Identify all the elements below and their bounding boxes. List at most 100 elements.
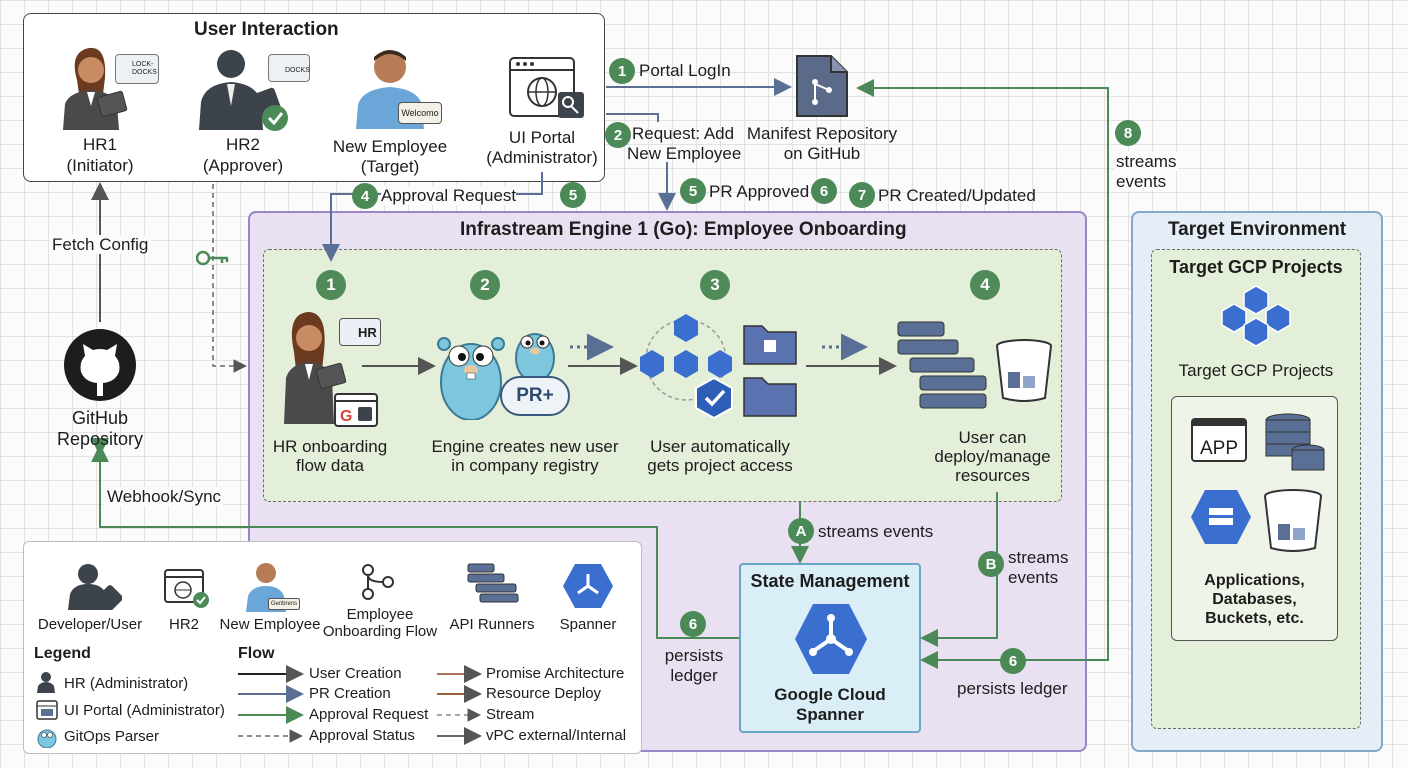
hr-onboarding-person-icon [284,312,347,424]
database-stack-icon [1265,413,1325,471]
flow-pr-creation: PR Creation [309,685,391,702]
engine-step2-line1: Engine creates new user [431,437,619,456]
ui-portal-role: (Administrator) [486,148,598,167]
spanner-hex-icon [795,604,867,674]
streams-a-num: A [788,518,814,544]
persists-left-line2: ledger [670,666,718,685]
persists-right-num: 6 [1000,648,1026,674]
app-window-icon: APP [1191,418,1247,462]
folder-shared-icon [743,325,797,365]
hr1-person-icon [63,47,128,130]
manifest-repo-line2: on GitHub [783,144,861,163]
legend-item-ui-portal: UI Portal (Administrator) [64,702,225,719]
target-bucket-icon [1264,489,1322,552]
legend-developer-icon [68,564,122,610]
approval-request-num: 4 [352,183,378,209]
manifest-repo-file-icon [796,55,848,117]
legend-developer-label: Developer/User [37,616,143,633]
server-rack-icon [897,321,987,409]
streams-b-num: B [978,551,1004,577]
engine-step1-line1: HR onboarding [272,437,388,456]
request-line [606,113,659,122]
streams-b-line2: events [1008,568,1059,587]
webhook-sync-label: Webhook/Sync [105,487,224,507]
target-title: Target Environment [1167,219,1347,240]
legend-new-employee-label: New Employee [219,616,321,633]
legend-gitops-parser-icon [37,729,57,748]
streams-a-label: streams events [818,522,934,541]
hr1-badge-icon: LOCK- DOCKS [115,54,159,84]
hierarchy-access-icon [640,314,733,420]
streams-top-line2: events [1114,172,1169,192]
engine-step4-line2: deploy/manage [934,447,1051,466]
legend-spanner-icon [563,564,613,608]
engine-step3-num: 3 [700,270,730,300]
user-interaction-title: User Interaction [194,19,339,40]
new-employee-role: (Target) [360,157,420,176]
go-gopher-small-icon [515,333,555,382]
legend-api-runners-label: API Runners [449,616,535,633]
request-line2: New Employee [627,144,742,163]
hr2-badge-icon: DOCKS [268,54,310,82]
hr2-person-icon [199,50,288,131]
flow-stream: Stream [486,706,535,723]
engine-step4-line3: resources [955,466,1030,485]
engine-step4-line1: User can [958,428,1027,447]
flow-approval-request: Approval Request [309,706,429,723]
request-line1: Request: Add [632,124,735,143]
legend-title: Legend [34,645,91,662]
engine-step1-line2: flow data [295,456,365,475]
persists-left-line1: persists [664,646,724,665]
flow-title: Flow [238,645,275,662]
fetch-config-label: Fetch Config [50,235,151,255]
streams-top-num: 8 [1115,120,1141,146]
streams-b-line1: streams [1008,548,1069,567]
pr-created-num: 7 [849,182,875,208]
legend-onboarding-flow-label: Employee Onboarding Flow [322,606,438,640]
approval-request-label: Approval Request [381,186,517,206]
github-repo-line1: GitHub [71,408,129,428]
target-resources-line3: Buckets, etc. [1205,610,1304,627]
legend-ui-portal-icon [36,700,58,720]
flow-vpc: vPC external/Internal [486,727,627,744]
legend-onboarding-flow-icon [362,564,394,600]
persists-right-label: persists ledger [957,679,1068,698]
engine-step3-line1: User automatically [650,437,790,456]
hr-badge-icon: HR [339,318,381,346]
engine-title: Infrastream Engine 1 (Go): Employee Onbo… [460,219,907,240]
github-octocat-icon [64,329,136,401]
cloud-sql-hex-icon [1191,490,1251,544]
pr-approved-num: 5 [680,178,706,204]
google-admin-browser-icon: G [334,393,378,427]
engine-step3-line2: gets project access [647,456,793,475]
flow-promise-architecture: Promise Architecture [486,665,625,682]
streams-top-line1: streams [1114,152,1179,172]
github-repo-line2: Repository [56,429,144,449]
persists-left-num: 6 [680,611,706,637]
legend-hr-admin-icon [37,672,55,693]
flow-user-creation: User Creation [309,665,402,682]
flow-approval-status: Approval Status [309,727,415,744]
pr-approved-label: PR Approved [709,182,810,201]
pull-request-cloud-icon: PR+ [500,376,570,416]
portal-login-num: 1 [609,58,635,84]
engine-step4-num: 4 [970,270,1000,300]
gcp-projects-label: Target GCP Projects [1178,361,1334,380]
request-num: 2 [605,122,631,148]
pr-approved-num2: 6 [811,178,837,204]
manifest-repo-line1: Manifest Repository [746,124,898,143]
new-employee-badge-icon: Welcomo [398,102,442,124]
target-resources-line2: Databases, [1212,591,1297,608]
target-projects-title: Target GCP Projects [1169,257,1343,277]
legend-new-employee-badge: Genbrens [268,598,300,610]
folder-icon [743,377,797,417]
engine-step2-line2: in company registry [451,456,599,475]
portal-login-label: Portal LogIn [639,61,731,80]
pr-created-label: PR Created/Updated [878,186,1036,205]
hr2-role: (Approver) [202,156,284,175]
gcp-projects-cubes-icon [1221,285,1291,347]
state-line2: Spanner [795,705,865,724]
target-resources-line1: Applications, [1204,572,1305,589]
step5-left-num: 5 [560,182,586,208]
hr1-name: HR1 [82,135,117,154]
